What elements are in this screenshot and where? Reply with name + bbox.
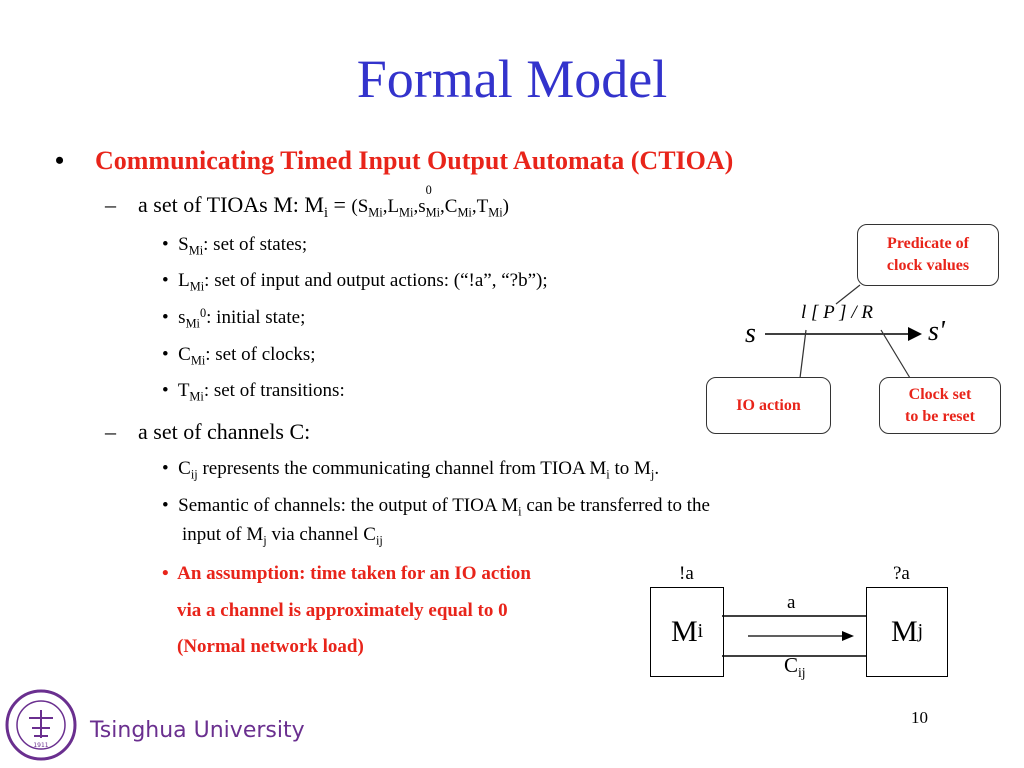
list-item: • LMi: set of input and output actions: …	[162, 270, 548, 294]
slide-title: Formal Model	[356, 49, 668, 109]
arrow-head	[908, 327, 922, 341]
main-bullet: • Communicating Timed Input Output Automa…	[55, 146, 733, 176]
university-name: Tsinghua University	[90, 718, 305, 743]
tioa-prefix: a set of TIOAs M: M	[138, 192, 324, 217]
to-state: s'	[928, 316, 945, 347]
channel-message-label: a	[787, 592, 796, 613]
from-state: s	[745, 318, 756, 349]
list-item: • SMi: set of states;	[162, 234, 308, 258]
list-item: • TMi: set of transitions:	[162, 380, 345, 404]
send-label: !a	[679, 563, 694, 584]
io-action-callout: IO action	[706, 377, 831, 434]
io-pointer	[799, 329, 807, 379]
clock-set-callout: Clock set to be reset	[879, 377, 1001, 434]
page-number: 10	[911, 708, 928, 727]
assumption-line1: • An assumption: time taken for an IO ac…	[162, 563, 531, 584]
channel-name-label: Cij	[784, 653, 806, 680]
channel-arrow-head	[842, 631, 854, 641]
list-item: • sMi0: initial state;	[162, 305, 306, 331]
transition-diagram	[765, 284, 922, 379]
list-item: • CMi: set of clocks;	[162, 344, 316, 368]
clock-pointer	[880, 329, 911, 379]
predicate-pointer	[835, 284, 861, 305]
assumption-line2: via a channel is approximately equal to …	[177, 600, 508, 621]
channel-item: • Cij represents the communicating chann…	[162, 458, 660, 482]
main-bullet-text: Communicating Timed Input Output Automat…	[95, 146, 734, 175]
channel-lines	[722, 615, 866, 657]
channel-item-continued: input of Mj via channel Cij	[182, 524, 383, 548]
assumption-line3: (Normal network load)	[177, 636, 364, 657]
channels-line: –a set of channels C:	[105, 419, 311, 444]
transition-label: l [ P ] / R	[801, 302, 873, 323]
university-seal-icon: 1911	[5, 689, 77, 761]
predicate-callout: Predicate of clock values	[857, 224, 999, 286]
svg-text:1911: 1911	[33, 742, 48, 749]
channel-item: • Semantic of channels: the output of TI…	[162, 495, 710, 519]
bullet-dot: •	[55, 146, 65, 175]
receive-label: ?a	[893, 563, 910, 584]
